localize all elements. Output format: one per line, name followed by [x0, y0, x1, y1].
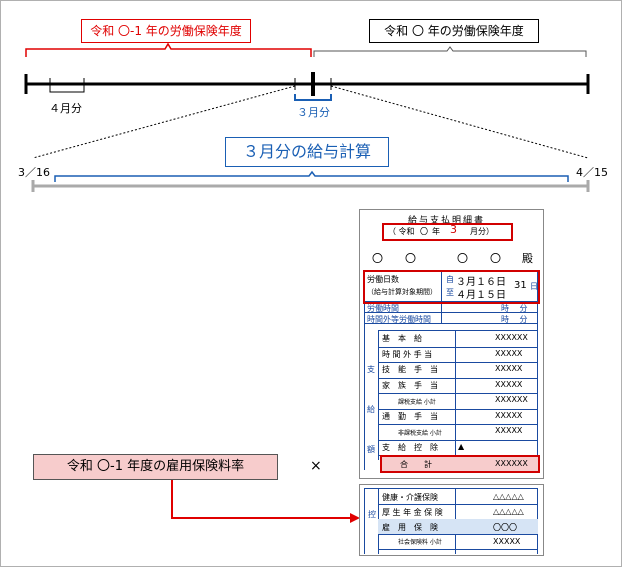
- deduction-row: 社会保険料 小計 XXXXX: [378, 534, 538, 550]
- pay-row-value: XXXXX: [495, 426, 523, 435]
- circle-3: 〇: [457, 252, 468, 265]
- period-highlight: [382, 223, 513, 241]
- circle-1: 〇: [372, 252, 383, 265]
- total-label: 合 計: [400, 460, 432, 469]
- pay-section-label: 支 給 額: [367, 365, 383, 454]
- pay-row-label: 通 勤 手 当: [382, 411, 438, 421]
- curr-year-brace: [313, 46, 587, 57]
- from-date: ３月１６日: [456, 277, 506, 288]
- deduction-row-value: △△△△△: [493, 492, 524, 501]
- pay-row-value: XXXXX: [495, 379, 523, 389]
- pay-row: 時 間 外 手 当 XXXXX: [378, 347, 538, 363]
- period-month: 3: [450, 223, 457, 236]
- pay-row-label: 課税支給 小計: [398, 399, 436, 406]
- deduction-row: 健康・介護保険 △△△△△: [378, 489, 538, 505]
- start-date: 3／16: [18, 166, 50, 179]
- pay-row-label: 基 本 給: [382, 334, 422, 343]
- deduction-row-value: △△△△△: [493, 507, 524, 516]
- deduction-row-value: 〇〇〇: [493, 523, 517, 532]
- payslip-title: 給与支払明細書: [408, 216, 486, 226]
- deduction-section-label: 控: [368, 510, 376, 519]
- pay-row: 支 給 控 除 ▲: [378, 440, 538, 456]
- circle-4: 〇: [490, 252, 501, 265]
- deduction-row: 雇 用 保 険 〇〇〇: [378, 519, 538, 535]
- pay-row-value: XXXXXX: [495, 333, 528, 342]
- zoom-line-left: [32, 85, 296, 159]
- pay-row-label: 非課税支給 小計: [398, 430, 442, 437]
- pay-row-label: 支 給 控 除: [382, 442, 438, 452]
- honorific: 殿: [522, 252, 533, 265]
- deduction-row-label: 雇 用 保 険: [382, 523, 438, 532]
- pay-row: 基 本 給 XXXXXX: [378, 331, 538, 348]
- rate-box: 令和 〇-1 年度の雇用保険料率: [33, 454, 278, 480]
- pay-row: 通 勤 手 当 XXXXX: [378, 409, 538, 425]
- total-highlight: [380, 455, 540, 473]
- calc-title-box: ３月分の給与計算: [225, 137, 389, 167]
- prev-year-brace: [25, 42, 312, 57]
- rate-arrow: [171, 478, 352, 519]
- to-date: ４月１５日: [456, 290, 506, 301]
- days-value: 31: [514, 280, 527, 291]
- pay-row-value: XXXXX: [495, 364, 523, 373]
- pay-row-label: 家 族 手 当: [382, 380, 438, 390]
- end-date: 4／15: [576, 166, 608, 179]
- work-days-highlight: [363, 270, 540, 304]
- pay-row: 家 族 手 当 XXXXX: [378, 378, 538, 394]
- deduction-slip: 控 健康・介護保険 △△△△△ 厚 生 年 金 保 険 △△△△△ 雇 用 保 険 〇〇〇…: [359, 484, 544, 556]
- prev-year-box: 令和 〇-1 年の労働保険年度: [81, 19, 251, 43]
- deduction-row-value: XXXXX: [493, 537, 521, 546]
- zoom-line-right: [330, 85, 589, 159]
- deduction-row: 厚 生 年 金 保 険 △△△△△: [378, 504, 538, 520]
- curr-year-box: 令和 〇 年の労働保険年度: [369, 19, 539, 43]
- march-bracket: [294, 94, 332, 101]
- pay-row-label: 技 能 手 当: [382, 365, 438, 374]
- circle-2: 〇: [405, 252, 416, 265]
- payslip: 給与支払明細書 （ 令和 〇 年 3 月分） 〇 〇 〇 〇 殿 労働日数 （給…: [359, 209, 544, 479]
- pay-row-label: 時 間 外 手 当: [382, 349, 433, 359]
- march-label: ３月分: [297, 106, 330, 119]
- pay-row: 課税支給 小計 XXXXXX: [378, 393, 538, 410]
- pay-row: 技 能 手 当 XXXXX: [378, 362, 538, 379]
- total-value: XXXXXX: [495, 459, 528, 468]
- pay-row-value: ▲: [458, 441, 465, 451]
- multiply-sign: ×: [310, 458, 322, 474]
- april-bracket: [49, 88, 85, 93]
- deduction-row-label: 健康・介護保険: [382, 493, 438, 502]
- calc-brace: [54, 170, 569, 182]
- pay-row-value: XXXXXX: [495, 395, 528, 404]
- deduction-row-label: 社会保険料 小計: [398, 539, 442, 546]
- pay-row-value: XXXXX: [495, 348, 523, 358]
- pay-row: 非課税支給 小計 XXXXX: [378, 424, 538, 441]
- deduction-row-label: 厚 生 年 金 保 険: [382, 508, 443, 517]
- pay-row-value: XXXXX: [495, 410, 523, 420]
- april-label: ４月分: [49, 102, 82, 115]
